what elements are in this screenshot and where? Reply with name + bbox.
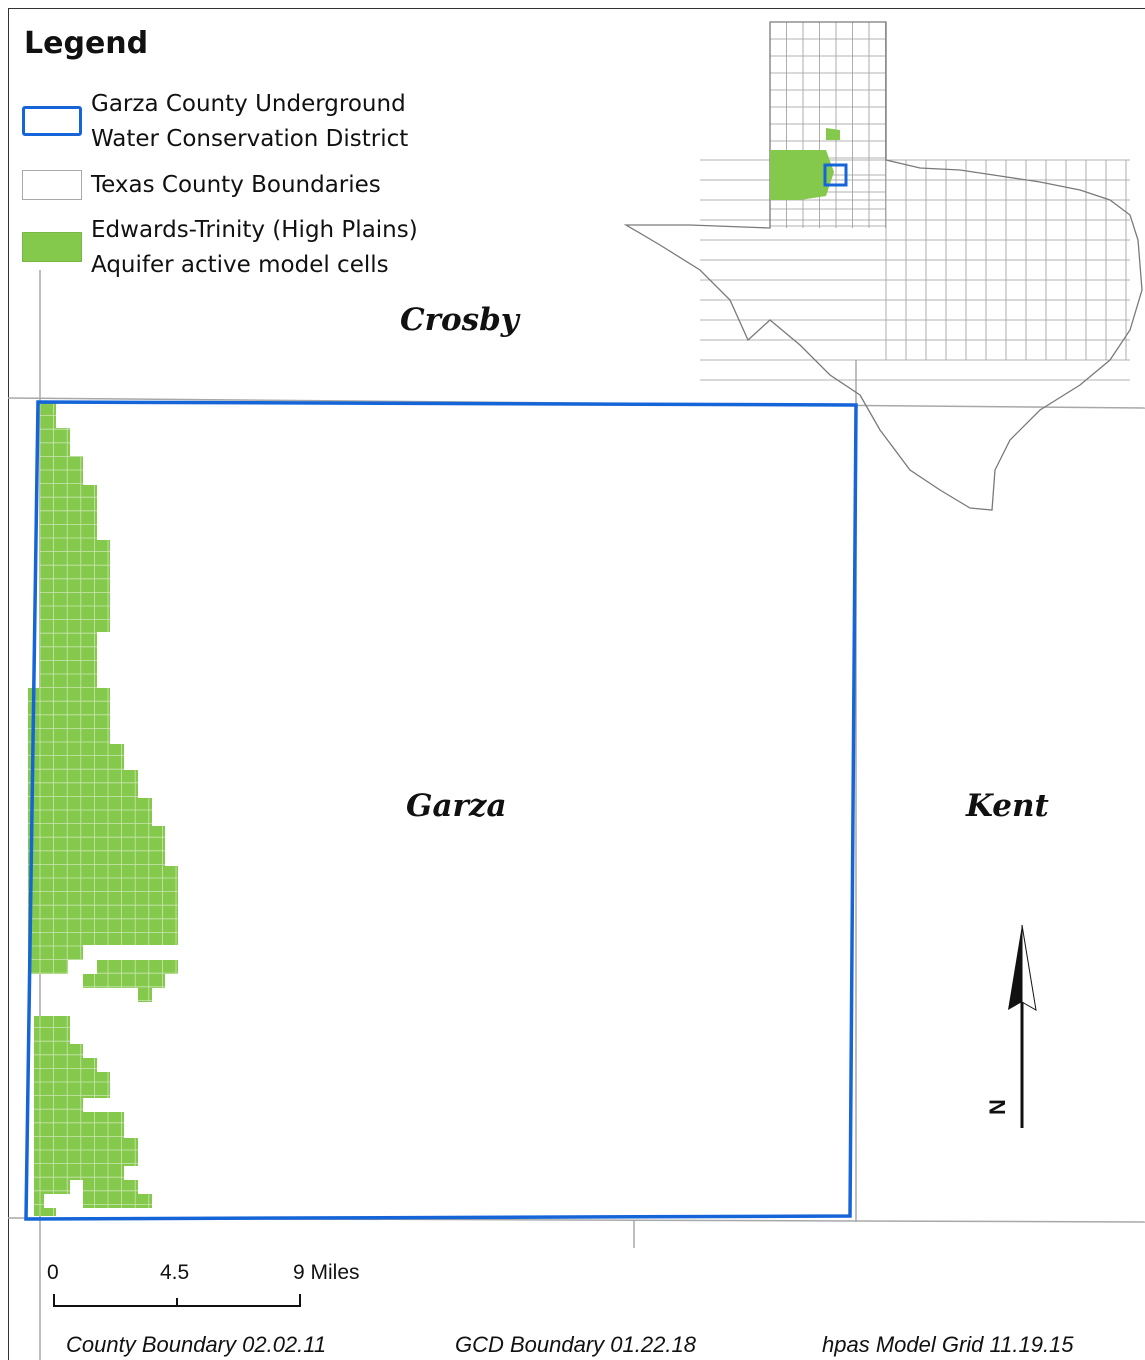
aquifer-cell-block bbox=[34, 1044, 83, 1058]
footer-county-boundary: County Boundary 02.02.11 bbox=[66, 1332, 327, 1357]
north-arrow-icon bbox=[1008, 924, 1037, 1128]
aquifer-cell-block bbox=[83, 1194, 152, 1208]
county-label-kent: Kent bbox=[966, 788, 1049, 824]
legend-label-counties: Texas County Boundaries bbox=[91, 172, 381, 198]
aquifer-cell-block bbox=[28, 688, 110, 744]
legend-label-district-2: Water Conservation District bbox=[91, 126, 409, 152]
county-swatch bbox=[22, 170, 82, 200]
district-boundary bbox=[24, 400, 858, 1221]
aquifer-cell-block bbox=[34, 1016, 70, 1044]
aquifer-cell-block bbox=[34, 1180, 70, 1194]
aquifer-cell-block bbox=[34, 1112, 124, 1138]
scale-label-9-miles: 9 Miles bbox=[293, 1261, 360, 1284]
legend-label-aquifer-1: Edwards-Trinity (High Plains) bbox=[91, 217, 418, 243]
north-label: N bbox=[984, 1099, 1010, 1115]
scale-label-4-5: 4.5 bbox=[160, 1261, 190, 1284]
aquifer-cell-block bbox=[34, 1208, 56, 1216]
aquifer-cell-block bbox=[34, 1166, 124, 1180]
aquifer-cell-block bbox=[83, 1180, 138, 1194]
legend-title: Legend bbox=[24, 26, 149, 61]
aquifer-cell-block bbox=[40, 428, 70, 456]
inset-aquifer-fragment bbox=[826, 128, 840, 140]
aquifer-cell-block bbox=[97, 960, 178, 974]
aquifer-cell-block bbox=[28, 945, 83, 960]
aquifer-cell-block bbox=[34, 1072, 110, 1098]
aquifer-cell-block bbox=[83, 974, 165, 988]
inset-district-marker bbox=[823, 163, 848, 187]
aquifer-cell-block bbox=[40, 540, 110, 632]
texas-outline bbox=[623, 21, 1143, 511]
legend-label-district-1: Garza County Underground bbox=[91, 91, 406, 117]
inset-aquifer-main bbox=[770, 150, 834, 200]
aquifer-cell-block bbox=[34, 1138, 138, 1166]
county-label-garza: Garza bbox=[406, 788, 507, 824]
aquifer-cell-block bbox=[34, 1098, 83, 1112]
aquifer-cell-block bbox=[28, 798, 152, 826]
aquifer-cell-block bbox=[40, 485, 97, 540]
footer-model-grid: hpas Model Grid 11.19.15 bbox=[822, 1332, 1074, 1357]
aquifer-swatch bbox=[22, 232, 82, 262]
district-swatch bbox=[22, 106, 82, 136]
footer-gcd-boundary: GCD Boundary 01.22.18 bbox=[455, 1332, 696, 1357]
inset-county-grid bbox=[700, 21, 1130, 381]
aquifer-cell-block bbox=[28, 744, 124, 770]
texas-inset-map bbox=[623, 21, 1143, 511]
aquifer-cell-block bbox=[34, 1058, 97, 1072]
legend-label-aquifer-2: Aquifer active model cells bbox=[91, 252, 389, 278]
aquifer-cell-block bbox=[40, 402, 56, 428]
aquifer-cell-block bbox=[28, 960, 68, 974]
map-frame bbox=[8, 8, 1145, 1360]
scale-bar bbox=[53, 1294, 301, 1307]
scale-label-0: 0 bbox=[47, 1261, 59, 1284]
county-label-crosby: Crosby bbox=[400, 302, 519, 338]
aquifer-cell-block bbox=[40, 456, 83, 485]
aquifer-model-cells bbox=[28, 402, 178, 1216]
aquifer-cell-block bbox=[28, 826, 165, 866]
aquifer-cell-block bbox=[28, 882, 178, 945]
aquifer-cell-block bbox=[34, 1194, 44, 1208]
aquifer-cell-block bbox=[28, 770, 138, 798]
aquifer-cell-block bbox=[138, 988, 152, 1002]
aquifer-cell-block bbox=[28, 866, 178, 882]
